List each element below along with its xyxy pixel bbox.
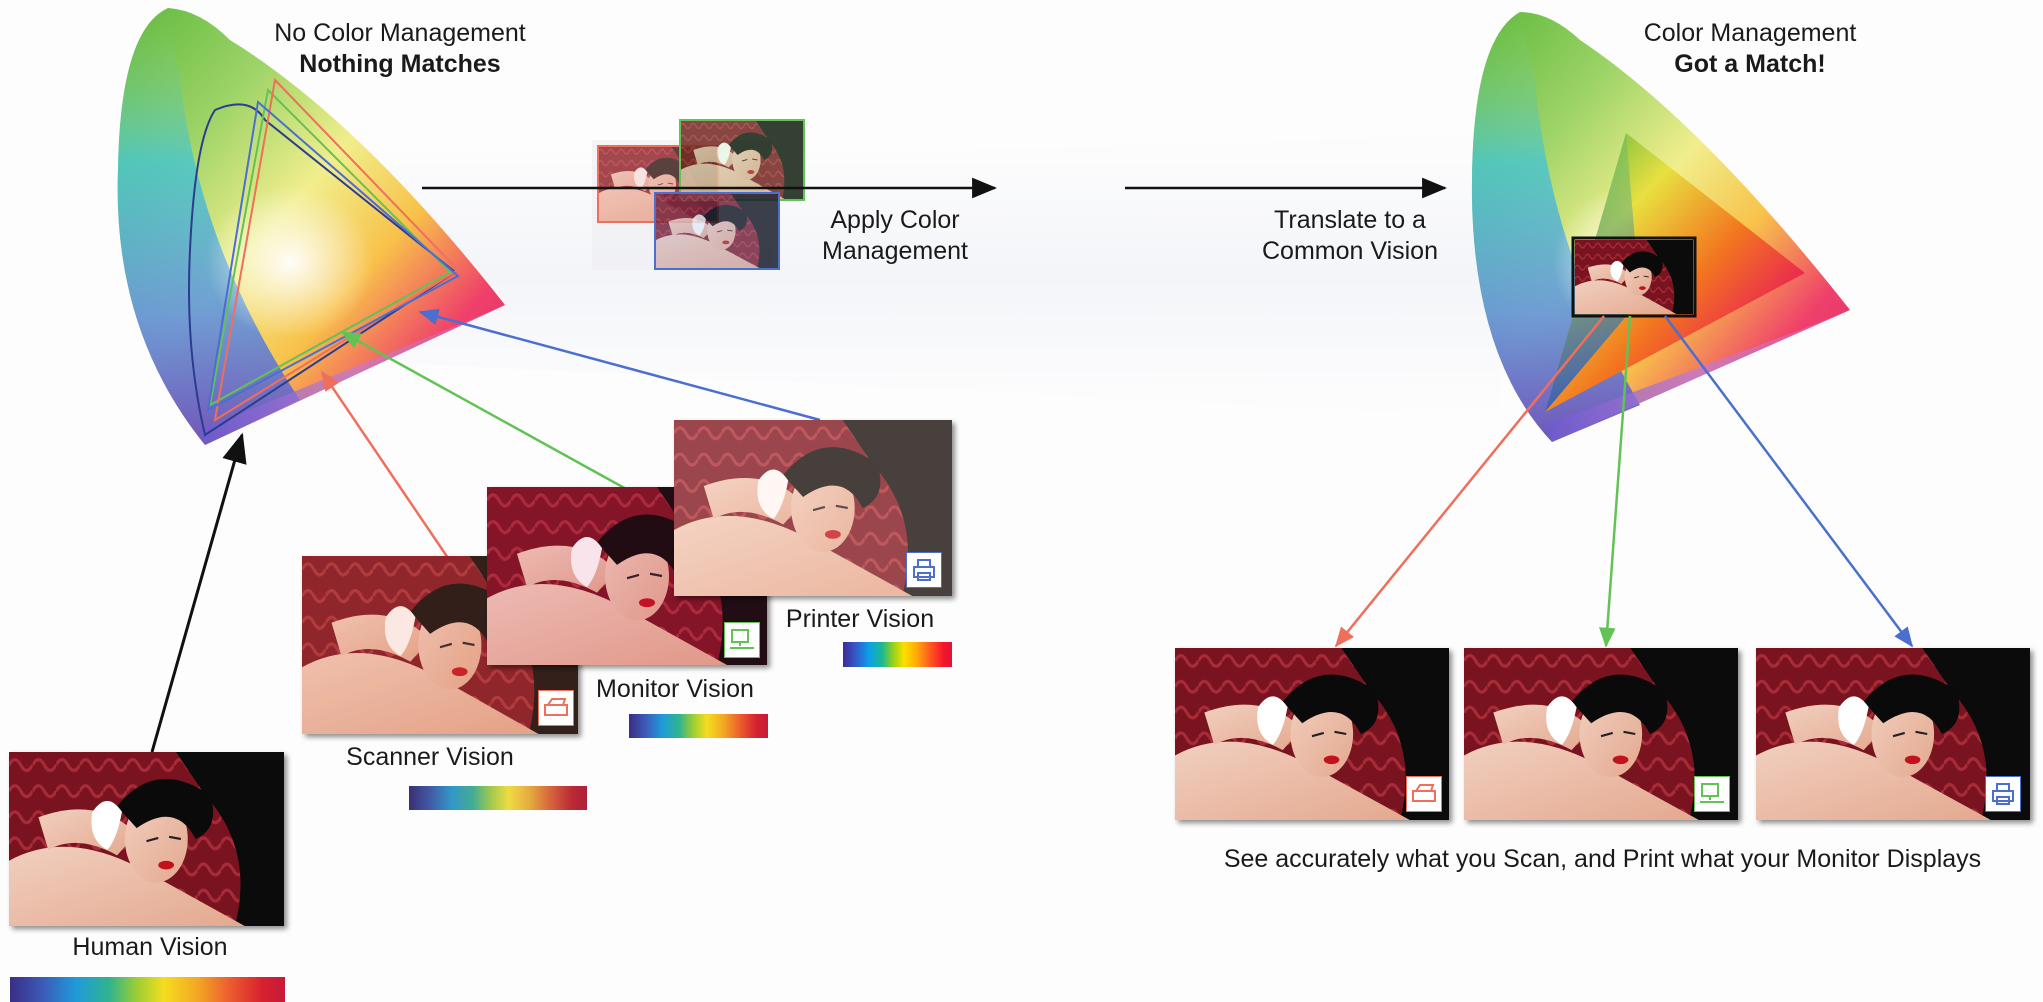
mismatched-thumbnails (592, 119, 805, 270)
printer-icon (906, 552, 942, 588)
left-heading-line1: No Color Management (274, 19, 526, 47)
printer-output-arrow (1663, 315, 1914, 648)
scanner-arrow (320, 370, 450, 559)
left-heading: No Color Management Nothing Matches (250, 18, 550, 80)
monitor-spectrum-bar (629, 714, 768, 738)
human-vision-photo (9, 752, 284, 926)
translate-label: Translate to a Common Vision (1250, 205, 1450, 267)
left-gamut-diagram (117, 8, 506, 445)
monitor-output-arrow (1599, 315, 1632, 648)
printer-arrow (418, 308, 821, 422)
right-heading: Color Management Got a Match! (1600, 18, 1900, 80)
human-spectrum-bar (10, 977, 285, 1002)
human-arrow (150, 432, 247, 753)
printer-vision-label: Printer Vision (785, 605, 935, 633)
printer-spectrum-bar (843, 642, 952, 667)
monitor-icon (1694, 776, 1730, 812)
right-gamut-diagram (1471, 12, 1850, 442)
printer-icon (1985, 776, 2021, 812)
match-caption: See accurately what you Scan, and Print … (1223, 845, 1982, 873)
apply-label-line1: Apply Color (830, 206, 960, 234)
apply-label-line2: Management (822, 237, 968, 265)
monitor-vision-label: Monitor Vision (596, 675, 754, 703)
scanner-icon (1406, 776, 1442, 812)
left-heading-line2: Nothing Matches (299, 50, 501, 78)
apply-label: Apply Color Management (795, 205, 995, 267)
scanner-spectrum-bar (409, 786, 587, 810)
right-heading-line2: Got a Match! (1674, 50, 1826, 78)
scanner-icon (538, 690, 574, 726)
matched-image-thumbnail (1571, 236, 1697, 318)
translate-label-line2: Common Vision (1261, 237, 1438, 265)
printer-vision-photo (674, 420, 952, 596)
human-vision-label: Human Vision (72, 933, 228, 961)
right-heading-line1: Color Management (1643, 19, 1857, 47)
scanner-vision-label: Scanner Vision (346, 743, 514, 771)
monitor-icon (724, 622, 760, 658)
scanner-output-arrow (1334, 315, 1605, 648)
translate-label-line1: Translate to a (1274, 206, 1426, 234)
monitor-arrow (340, 330, 629, 492)
